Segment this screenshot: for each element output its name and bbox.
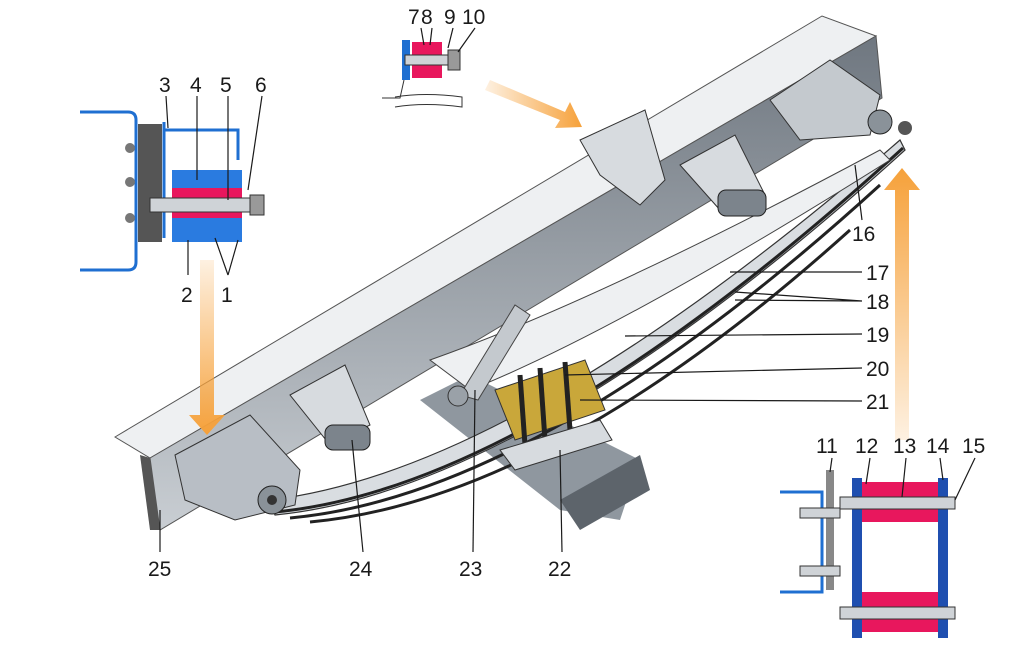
label-21: 21 [866, 391, 889, 414]
front-hanger [174, 414, 301, 521]
label-6: 6 [255, 74, 267, 97]
inset-shock-mount [382, 40, 463, 108]
rear-shackle-bracket [769, 59, 912, 141]
callout-labels: 3 4 5 6 2 1 7 8 9 10 16 17 18 19 20 21 1… [148, 6, 985, 581]
shock-upper-bracket [579, 109, 666, 206]
label-15: 15 [962, 435, 985, 458]
label-3: 3 [159, 74, 171, 97]
leader-lines [159, 27, 976, 553]
arrow-up-rear [884, 168, 920, 440]
label-14: 14 [926, 435, 950, 458]
label-8: 8 [421, 6, 433, 29]
arrow-down-front [189, 260, 225, 435]
inset-rear-shackle [780, 470, 956, 638]
rear-bump-stop [679, 134, 767, 217]
label-18: 18 [866, 291, 889, 314]
shock-absorber [447, 304, 531, 407]
label-1: 1 [221, 284, 233, 307]
label-10: 10 [462, 6, 485, 29]
label-17: 17 [866, 262, 889, 285]
label-11: 11 [816, 435, 838, 458]
label-2: 2 [181, 284, 193, 307]
arrow-to-shock-mount [485, 80, 582, 128]
label-25: 25 [148, 558, 171, 581]
label-23: 23 [459, 558, 482, 581]
label-4: 4 [190, 74, 202, 97]
front-bump-stop [289, 364, 371, 451]
label-7: 7 [408, 6, 420, 29]
label-12: 12 [855, 435, 878, 458]
u-bolt-clamp [494, 359, 613, 471]
label-22: 22 [548, 558, 571, 581]
label-16: 16 [852, 223, 875, 246]
inset-front-eye [80, 110, 265, 272]
label-13: 13 [893, 435, 916, 458]
label-20: 20 [866, 358, 889, 381]
label-24: 24 [349, 558, 373, 581]
label-19: 19 [866, 324, 889, 347]
label-9: 9 [444, 6, 456, 29]
label-5: 5 [220, 74, 232, 97]
